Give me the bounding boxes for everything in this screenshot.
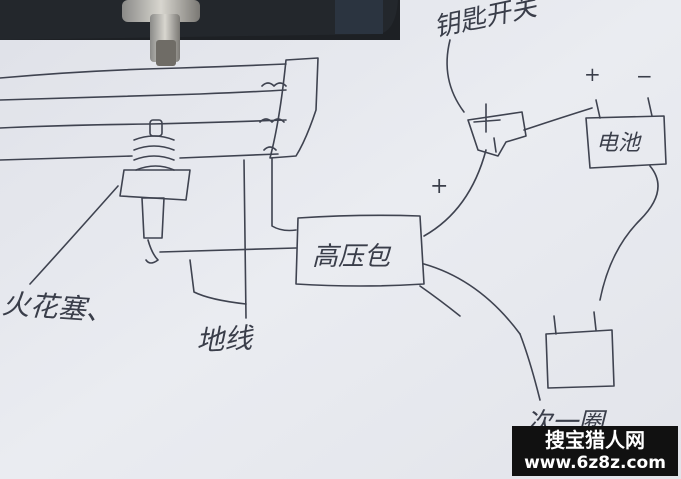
- spark-plug-body: [119, 169, 191, 201]
- wire-4: [0, 155, 133, 161]
- ground-wire-3: [189, 259, 247, 305]
- battery-minus-sign: −: [636, 64, 653, 88]
- battery-plus-sign: +: [584, 62, 601, 86]
- battery-box: [585, 115, 667, 169]
- distributor-down: [271, 157, 297, 232]
- coil-plus-sign: +: [430, 174, 449, 199]
- switch-contacts: [473, 103, 501, 153]
- ignition-coil-box: [295, 214, 425, 287]
- wire-2: [0, 89, 287, 101]
- spark-plug-top: [149, 119, 163, 137]
- switch-leader: [446, 39, 465, 113]
- plug-leader: [29, 185, 119, 285]
- battery-terminals: [595, 97, 653, 119]
- wire-1: [0, 63, 287, 79]
- wire-switch-battery: [523, 107, 593, 131]
- watermark-site-name: 搜宝猎人网: [545, 428, 645, 452]
- spark-plug-label: 火花塞、: [0, 287, 115, 328]
- wire-coil-bottom: [423, 263, 521, 335]
- spark-plug-tip: [141, 197, 165, 239]
- bottom-leader: [519, 333, 541, 401]
- ignition-switch: [467, 111, 527, 157]
- watermark-url: www.6z8z.com: [524, 453, 666, 473]
- bottom-component: [545, 329, 615, 389]
- ground-wire-2: [243, 159, 247, 319]
- battery-label: 电池: [596, 131, 641, 156]
- watermark: 搜宝猎人网 www.6z8z.com: [512, 426, 678, 476]
- coil-label: 高压包: [312, 242, 391, 272]
- wire-battery-down: [599, 165, 659, 301]
- wire-coil-switch: [423, 149, 487, 237]
- ground-wire-label: 地线: [195, 321, 253, 358]
- metal-screw: [122, 0, 200, 66]
- spark-plug-electrode: [145, 239, 159, 264]
- wire-coil-down: [419, 285, 461, 317]
- bottom-terminals: [553, 311, 597, 335]
- distributor-block: [269, 57, 319, 159]
- distributor-coils: [259, 82, 287, 151]
- ground-wire-1: [159, 247, 297, 253]
- wire-4b: [179, 153, 279, 159]
